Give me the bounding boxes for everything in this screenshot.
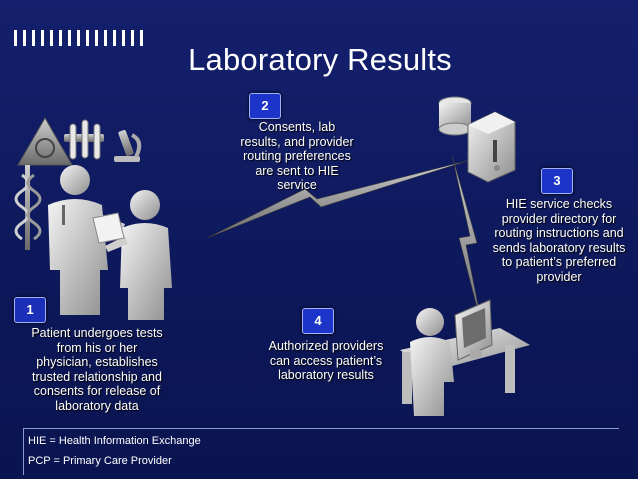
step-1-caption: Patient undergoes tests from his or her … <box>31 326 163 413</box>
step-1-badge: 1 <box>14 297 46 323</box>
step-2-caption: Consents, lab results, and provider rout… <box>240 120 354 192</box>
step-4-caption: Authorized providers can access patient’… <box>268 339 384 382</box>
slide-title: Laboratory Results <box>188 42 452 77</box>
abbreviation-legend: HIE = Health Information Exchange PCP = … <box>23 428 619 475</box>
provider-workstation-figure <box>400 299 530 416</box>
legend-pcp: PCP = Primary Care Provider <box>28 455 172 467</box>
step-4-badge: 4 <box>302 308 334 334</box>
hie-server-icon <box>438 96 516 183</box>
legend-hie: HIE = Health Information Exchange <box>28 435 201 447</box>
decorative-stripes <box>14 30 143 46</box>
step-3-badge: 3 <box>541 168 573 194</box>
lab-hazard-icon <box>17 116 73 166</box>
microscope-icon <box>114 129 142 162</box>
caduceus-icon <box>14 165 42 250</box>
patient-figure <box>105 190 172 320</box>
step-3-caption: HIE service checks provider directory fo… <box>492 197 626 284</box>
lightning-connector-to-provider <box>451 154 484 331</box>
test-tubes-icon <box>64 119 104 160</box>
step-2-badge: 2 <box>249 93 281 119</box>
document-paper <box>92 212 125 244</box>
